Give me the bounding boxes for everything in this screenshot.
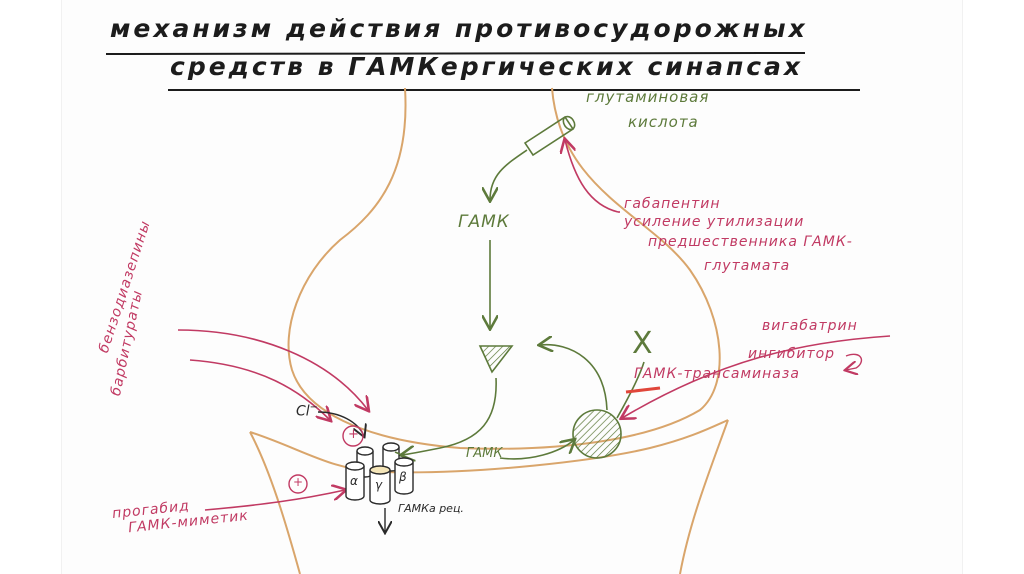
chloride-charge: − bbox=[310, 402, 318, 413]
recycle-arrow bbox=[540, 345, 607, 410]
chloride-label: Cl− bbox=[296, 402, 318, 420]
inhibition-bar bbox=[626, 388, 660, 392]
glutamic-acid-label: глутаминовая bbox=[586, 88, 709, 106]
gabapentin-label: габапентин bbox=[624, 196, 720, 212]
gabapentin-desc-2: предшественника ГАМК- bbox=[648, 234, 853, 250]
plus-sign-benzodiazepine: + bbox=[348, 427, 359, 442]
diagram-title-line2: средств в ГАМКергических синапсах bbox=[170, 52, 803, 81]
chloride-symbol: Cl bbox=[296, 404, 310, 420]
blocked-pathway-mark: X bbox=[632, 326, 653, 361]
postsynaptic-membrane-left bbox=[250, 432, 300, 574]
subunit-alpha-label: α bbox=[350, 474, 358, 488]
gabapentin-desc-1: усиление утилизации bbox=[624, 214, 804, 230]
vigabatrin-label: вигабатрин bbox=[762, 318, 858, 334]
gabapentin-arrow bbox=[565, 140, 618, 212]
diagram-title-line1: механизм действия противосудорожных bbox=[110, 14, 808, 43]
gaba-label-top: ГАМК bbox=[458, 212, 510, 232]
gabapentin-desc-3: глутамата bbox=[704, 258, 790, 274]
receptor-label: ГАМКа рец. bbox=[398, 502, 464, 515]
vigabatrin-desc-1: ингибитор bbox=[748, 346, 835, 362]
inhibitor-curl bbox=[846, 354, 861, 370]
plus-sign-progabide: + bbox=[293, 475, 303, 489]
glutamic-acid-label-2: кислота bbox=[628, 113, 699, 131]
glutamate-to-gaba-arrow bbox=[490, 150, 527, 200]
subunit-gamma-label: γ bbox=[375, 478, 382, 492]
gaba-transaminase-icon bbox=[573, 410, 621, 458]
presynaptic-membrane bbox=[289, 88, 720, 449]
postsynaptic-membrane-right bbox=[680, 420, 728, 574]
subunit-beta-label: β bbox=[399, 470, 407, 484]
gaba-label-bottom: ГАМК bbox=[466, 446, 503, 461]
vigabatrin-desc-2: ГАМК-трансаминаза bbox=[634, 366, 800, 382]
vesicle-icon bbox=[480, 346, 512, 372]
benzodiazepines-arrow bbox=[178, 330, 368, 410]
